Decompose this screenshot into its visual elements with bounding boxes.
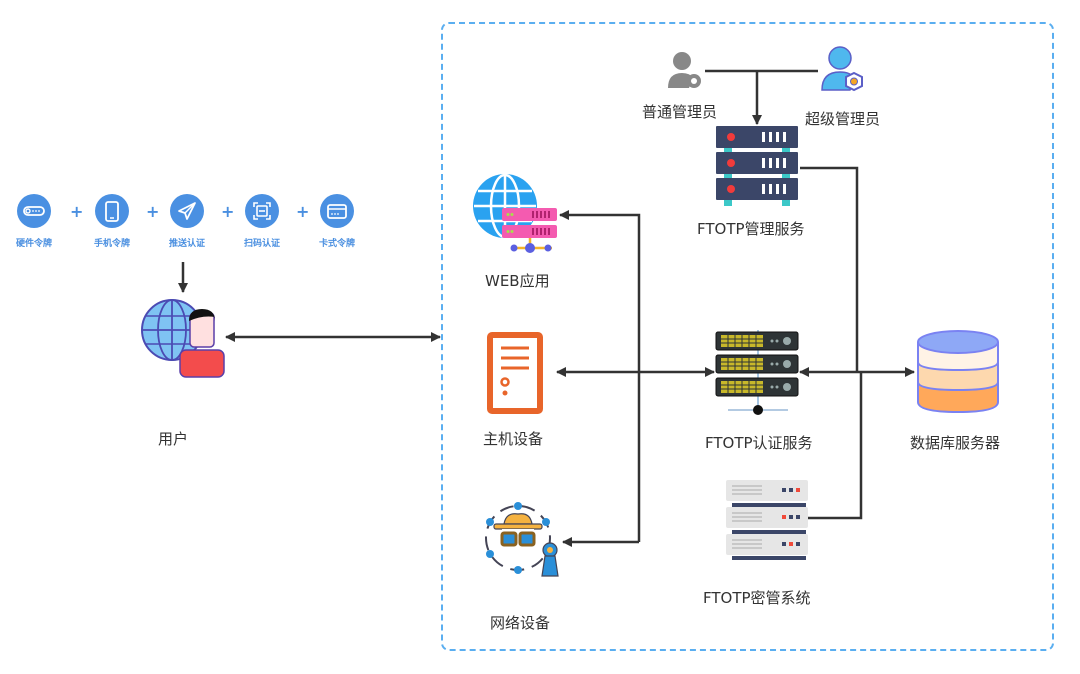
network-device-node[interactable]: [480, 498, 566, 588]
key-mgmt-node[interactable]: [724, 480, 810, 564]
normal-admin-label: 普通管理员: [642, 103, 718, 121]
database-label: 数据库服务器: [910, 434, 1001, 452]
hardware-token-icon: [17, 194, 51, 228]
admin-gear-icon: [668, 52, 701, 88]
plus-sign: +: [70, 202, 84, 221]
mgmt-service-node[interactable]: [714, 126, 800, 212]
mgmt-service-label: FTOTP管理服务: [697, 220, 805, 238]
web-app-node[interactable]: [472, 173, 562, 262]
database-node[interactable]: [916, 330, 1000, 418]
mobile-phone-icon: [95, 194, 129, 228]
super-admin-label: 超级管理员: [805, 110, 881, 128]
globe-user-icon: [141, 299, 225, 378]
user-node[interactable]: [140, 295, 226, 381]
paper-plane-icon: [170, 194, 204, 228]
key-mgmt-label: FTOTP密管系统: [703, 589, 811, 607]
normal-admin-node[interactable]: [665, 50, 705, 96]
database-icon: [917, 330, 999, 414]
key-server-icon: [726, 480, 808, 560]
server-rack-icon: [716, 126, 798, 206]
auth-method-label: 手机令牌: [93, 239, 130, 249]
host-device-node[interactable]: [487, 332, 545, 418]
user-label: 用户: [158, 430, 189, 448]
plus-sign: +: [146, 202, 160, 221]
auth-method-label: 扫码认证: [243, 239, 280, 249]
card-token-icon: [320, 194, 354, 228]
auth-method-label: 硬件令牌: [15, 239, 52, 249]
web-server-icon: [473, 173, 557, 253]
host-device-icon: [487, 332, 543, 414]
plus-sign: +: [221, 202, 235, 221]
host-device-label: 主机设备: [483, 430, 544, 448]
network-device-label: 网络设备: [490, 614, 551, 632]
system-boundary: [441, 22, 1054, 651]
qr-scan-icon: [245, 194, 279, 228]
super-admin-icon: [821, 46, 863, 92]
auth-method-label: 推送认证: [168, 239, 205, 249]
auth-method-label: 卡式令牌: [318, 239, 355, 249]
auth-service-node[interactable]: [715, 330, 800, 418]
super-admin-node[interactable]: [820, 44, 868, 100]
auth-server-icon: [715, 330, 799, 415]
auth-service-label: FTOTP认证服务: [705, 434, 813, 452]
web-app-label: WEB应用: [485, 272, 550, 290]
plus-sign: +: [296, 202, 310, 221]
network-device-icon: [485, 502, 559, 577]
